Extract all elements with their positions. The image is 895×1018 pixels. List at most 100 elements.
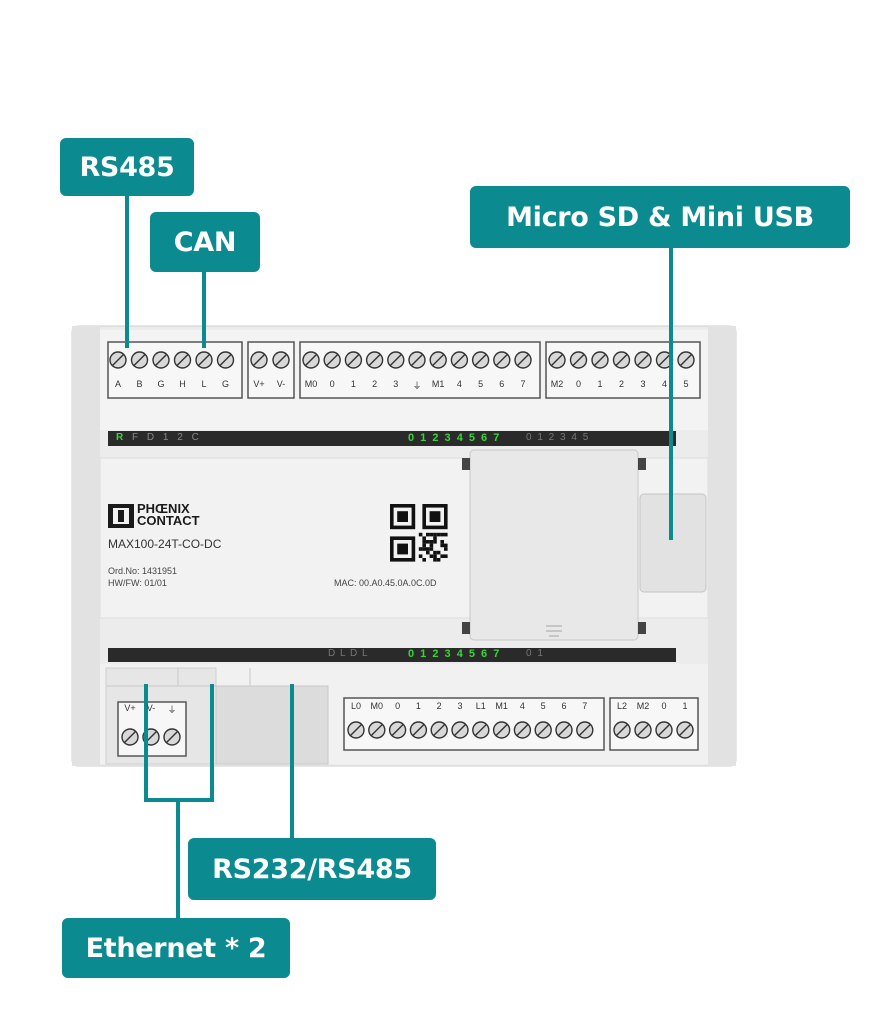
terminal-label: V+ <box>253 379 265 389</box>
terminal-label: 4 <box>661 379 667 389</box>
terminal-label: 0 <box>575 379 581 389</box>
terminal-label: 2 <box>372 379 378 389</box>
rs232-rs485-callout: RS232/RS485 <box>188 838 436 900</box>
terminal-label: 0 <box>395 701 401 711</box>
qr-module <box>433 554 437 558</box>
terminal-screw-slot <box>112 354 124 366</box>
qr-module <box>440 543 444 548</box>
terminal-label: L2 <box>616 701 627 711</box>
model-name: MAX100-24T-CO-DC <box>108 537 222 551</box>
terminal-label: 6 <box>499 379 505 389</box>
terminal-label: M1 <box>431 379 445 389</box>
top-led-inputs-off: 0 1 2 3 4 5 <box>526 432 590 443</box>
qr-module <box>429 532 434 537</box>
terminal-screw-slot <box>219 354 232 366</box>
terminal-screw-slot <box>305 354 317 366</box>
terminal-screw-slot <box>572 354 585 366</box>
terminal-screw-slot <box>454 724 466 736</box>
qr-module <box>440 554 444 558</box>
serial-port-area <box>215 685 329 765</box>
qr-module <box>422 558 426 562</box>
terminal-label: 1 <box>597 379 603 389</box>
terminal-screw-slot <box>680 354 692 366</box>
qr-module <box>429 547 434 551</box>
terminal-label: 5 <box>540 701 546 711</box>
qr-module <box>444 547 448 551</box>
can-callout: CAN <box>150 212 260 272</box>
cover-clip-bottom-left <box>462 622 470 634</box>
terminal-screw-slot <box>495 354 508 366</box>
qr-module <box>422 547 426 551</box>
terminal-screw-slot <box>347 354 360 366</box>
terminal-label: H <box>179 379 186 389</box>
terminal-label: 6 <box>561 701 567 711</box>
top-terminal-block-2 <box>247 341 295 399</box>
terminal-screw-slot <box>275 354 287 366</box>
terminal-screw-slot <box>198 354 210 366</box>
terminal-screw-slot <box>432 354 445 366</box>
qr-module <box>422 540 426 544</box>
terminal-label: 7 <box>520 379 526 389</box>
terminal-screw-slot <box>615 354 628 366</box>
qr-module <box>444 543 448 548</box>
order-number: Ord.No: 1431951 <box>108 566 178 576</box>
terminal-screw-slot <box>389 354 402 366</box>
terminal-screw-slot <box>474 724 487 736</box>
qr-module <box>433 532 437 537</box>
terminal-label: 3 <box>457 701 463 711</box>
qr-module <box>433 540 437 544</box>
qr-module <box>429 554 434 558</box>
terminal-screw-slot <box>370 724 383 736</box>
terminal-label: G <box>221 379 229 389</box>
terminal-label: 2 <box>436 701 442 711</box>
qr-module <box>426 547 430 551</box>
terminal-label: 0 <box>661 701 667 711</box>
terminal-screw-slot <box>453 354 466 366</box>
qr-finder <box>397 543 408 555</box>
terminal-label: G <box>157 379 165 389</box>
terminal-screw-slot <box>411 354 423 366</box>
terminal-label: 3 <box>640 379 646 389</box>
terminal-screw-slot <box>253 354 265 366</box>
qr-module <box>429 540 434 544</box>
terminal-label: 1 <box>350 379 356 389</box>
bottom-led-strip <box>108 648 676 662</box>
sd-card-cover <box>469 449 639 641</box>
qr-code <box>390 504 448 562</box>
terminal-screw-slot <box>658 354 671 366</box>
qr-module <box>426 550 430 555</box>
qr-module <box>429 543 434 548</box>
terminal-screw-slot <box>658 724 670 736</box>
terminal-screw-slot <box>391 724 404 736</box>
ethernet-callout: Ethernet * 2 <box>62 918 290 978</box>
terminal-label: ⏚ <box>167 705 177 715</box>
terminal-screw-slot <box>155 354 167 366</box>
sd-usb-callout: Micro SD & Mini USB <box>470 186 850 248</box>
qr-module <box>422 536 426 540</box>
terminal-label: 1 <box>415 701 421 711</box>
terminal-screw-slot <box>474 354 487 366</box>
qr-module <box>436 532 441 537</box>
qr-module <box>426 532 430 537</box>
qr-module <box>433 550 437 555</box>
terminal-screw-slot <box>637 724 649 736</box>
terminal-label: L1 <box>475 701 486 711</box>
terminal-screw-slot <box>124 731 136 743</box>
terminal-label: 2 <box>618 379 624 389</box>
terminal-screws <box>109 351 695 746</box>
terminal-label: M0 <box>304 379 318 389</box>
terminal-screw-slot <box>558 724 570 736</box>
qr-module <box>436 558 441 562</box>
cover-clip-top-left <box>462 458 470 470</box>
terminal-screw-slot <box>350 724 362 736</box>
qr-module <box>422 543 426 548</box>
qr-module <box>444 554 448 558</box>
terminal-label: 4 <box>456 379 462 389</box>
terminal-screw-slot <box>133 354 146 366</box>
qr-module <box>426 540 430 544</box>
qr-module <box>440 540 444 544</box>
qr-module <box>440 532 444 537</box>
housing-left-rail <box>72 326 100 766</box>
brand-name-line1: PHŒNIX <box>137 501 190 516</box>
